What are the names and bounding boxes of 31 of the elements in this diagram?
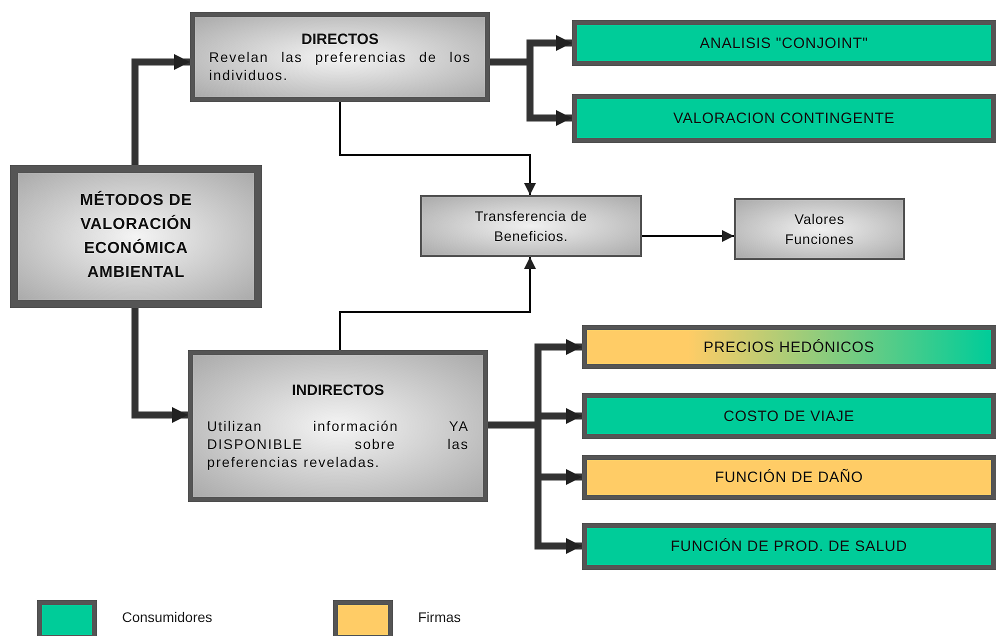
method-box [572, 20, 996, 66]
category-box [190, 12, 490, 102]
box-label: MÉTODOS DE VALORACIÓN ECONÓMICA AMBIENTAL [78, 190, 194, 282]
arrow [339, 257, 536, 350]
legend-label: Consumidores [122, 609, 212, 625]
box-label: VALORACION CONTINGENTE [673, 110, 895, 127]
box-label: PRECIOS HEDÓNICOS [703, 338, 875, 356]
arrow [132, 54, 190, 165]
arrow [339, 102, 536, 195]
box-label: FUNCIÓN DE DAÑO [714, 469, 864, 486]
legend-label: Firmas [418, 609, 461, 625]
method-box [572, 94, 996, 143]
method-box [582, 455, 996, 500]
box-label: ANALISIS "CONJOINT" [700, 34, 868, 52]
box-label: FUNCIÓN DE PROD. DE SALUD [670, 538, 908, 555]
box-description: Utilizan información YA DISPONIBLE sobre las preferencias reveladas. [207, 416, 469, 470]
box-heading: DIRECTOS [300, 30, 380, 48]
main-topic-box [10, 165, 262, 308]
box-description: Revelan las preferencias de los individuos. [209, 48, 471, 84]
method-box [582, 325, 996, 369]
process-box [734, 198, 905, 260]
arrow [132, 308, 188, 423]
method-box [582, 523, 996, 570]
box-heading: INDIRECTOS [290, 382, 386, 398]
method-box [582, 393, 996, 439]
box-label: COSTO DE VIAJE [724, 408, 854, 424]
box-label: Transferencia de Beneficios. [474, 207, 588, 246]
arrow [642, 230, 734, 242]
category-box [188, 350, 488, 502]
process-box [420, 195, 642, 257]
box-label: Valores Funciones [784, 210, 856, 249]
